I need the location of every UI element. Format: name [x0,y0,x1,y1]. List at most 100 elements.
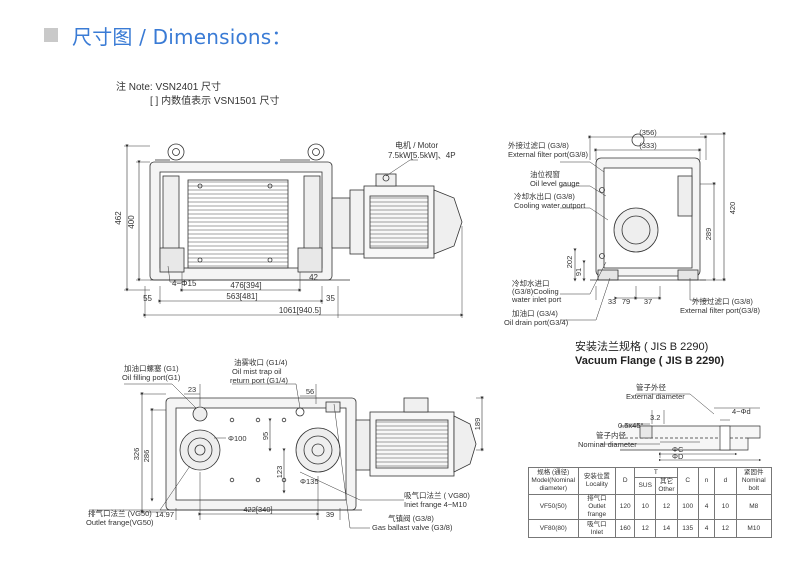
cell-sus: 12 [634,519,657,538]
cell-other: 14 [655,519,678,538]
cell-d-outer: 120 [615,494,636,520]
cell-c: 135 [676,519,699,538]
dim-phi100: Φ100 [228,434,247,443]
label-cool-in-3: water inlet port [511,295,562,304]
dim-356: (356) [639,128,657,137]
dim-79: 79 [622,297,630,306]
label-ballast-cn: 气镇阀 (G3/8) [388,513,434,523]
cell-d-outer: 160 [615,519,636,538]
label-nom-dia-en: Nominal diameter [578,440,637,449]
label-filter-bottom-en: External filter port(G3/8) [680,306,761,315]
dim-23: 23 [188,385,196,394]
label-ext-dia-en: External diameter [626,392,685,401]
dim-37: 37 [644,297,652,306]
cell-model: VF80(80) [528,519,579,538]
dim-phi135: Φ135 [300,477,319,486]
th-n: n [697,467,716,495]
dim-420: 420 [728,202,737,215]
section-header: 尺寸图 / Dimensions： [44,22,292,49]
dim-3-2: 3.2 [650,413,660,422]
label-inlet-en: Iniet frange 4−M10 [404,500,467,509]
label-oil-fill-en: Oil filling port(G1) [122,373,181,382]
dim-phid: ΦD [672,452,684,461]
flange-text: 管子外径 External diameter 管子内径 Nominal diam… [578,382,751,461]
top-view-text: 电机 / Motor 7.5kW[5.5kW]、4P 462 400 4−Φ15… [114,140,456,315]
label-mist-2: Oil mist trap oil [232,367,282,376]
dim-289: 289 [704,228,713,241]
dim-91: 91 [574,268,583,276]
th-sus: SUS [634,477,657,495]
flange-title: 安装法兰规格 ( JIS B 2290) Vacuum Flange ( JIS… [575,340,724,368]
label-oil-gauge-cn: 油位视窗 [530,169,560,179]
th-d-outer: D [615,467,636,495]
top-view [124,143,464,318]
label-filter-top-en: External filter port(G3/8) [508,150,589,159]
dim-4phid: 4−Φd [732,407,751,416]
label-outlet-en: Outlet frange(VG50) [86,518,154,527]
front-view-text: 加油口螺塞 (G1) Oil filling port(G1) 油雾收口 (G1… [86,357,482,532]
side-lift-eye-icon [631,133,645,147]
label-ext-dia-cn: 管子外径 [636,382,666,392]
cell-d: 12 [714,519,737,538]
label-filter-top-cn: 外接过滤口 (G3/8) [508,140,569,150]
outlet-port-icon [179,429,221,471]
flange-title-cn: 安装法兰规格 ( JIS B 2290) [575,341,709,353]
flange-detail [600,393,762,462]
label-mist-1: 油雾收口 (G1/4) [234,357,288,367]
label-cool-out-en: Cooling water outport [514,201,586,210]
lift-eye-right-icon [307,143,325,161]
dim-286: 286 [142,450,151,463]
dim-202: 202 [565,256,574,269]
front-view [90,383,484,529]
cell-sus: 10 [634,494,657,520]
label-drain-en: Oil drain port(G3/4) [504,318,569,327]
label-outlet-cn: 排气口法兰 (VG50) [88,508,152,518]
th-d: d [714,467,737,495]
cell-bolt: M10 [735,519,773,538]
note-line-1: 注 Note: VSN2401 尺寸 [116,82,222,93]
label-oil-gauge-en: Oil level gauge [530,179,580,188]
label-oil-fill-cn: 加油口螺塞 (G1) [124,363,179,373]
dim-563: 563[481] [226,292,257,301]
dim-333: (333) [639,141,657,150]
motor-label-cn: 电机 / Motor [395,140,438,150]
label-cool-out-cn: 冷却水出口 (G3/8) [514,191,575,201]
label-mist-3: return port (G1/4) [230,376,288,385]
dim-422: 422[340] [243,505,272,514]
label-filter-bottom-cn: 外接过滤口 (G3/8) [692,296,753,306]
dim-326: 326 [132,448,141,461]
label-nom-dia-cn: 管子内径 [596,430,626,440]
label-cool-in-1: 冷却水进口 [512,278,550,288]
cell-bolt: M8 [735,494,773,520]
oil-fill-port-icon [192,406,208,422]
cell-d: 10 [714,494,737,520]
page-title: 尺寸图 / Dimensions： [72,24,292,49]
label-drain-cn: 加油口 (G3/4) [512,308,558,318]
cell-n: 4 [697,494,716,520]
motor-label-en: 7.5kW[5.5kW]、4P [388,151,456,160]
cell-c: 100 [676,494,699,520]
dim-42: 42 [309,273,318,282]
th-t: T [634,467,678,478]
dim-35: 35 [326,294,335,303]
header-square-icon [44,28,58,42]
flange-title-en: Vacuum Flange ( JIS B 2290) [575,355,725,367]
dim-56: 56 [306,387,314,396]
dim-39: 39 [326,510,334,519]
label-cool-in-2: (G3/8)Cooling [512,287,559,296]
dim-phic: ΦC [672,445,684,454]
label-inlet-cn: 吸气口法兰 ( VG80) [404,490,470,500]
dim-hole: 4−Φ15 [172,279,197,288]
note-line-2: [ ] 内数值表示 VSN1501 尺寸 [150,96,280,107]
cell-model: VF50(50) [528,494,579,520]
dim-1061: 1061[940.5] [279,306,321,315]
